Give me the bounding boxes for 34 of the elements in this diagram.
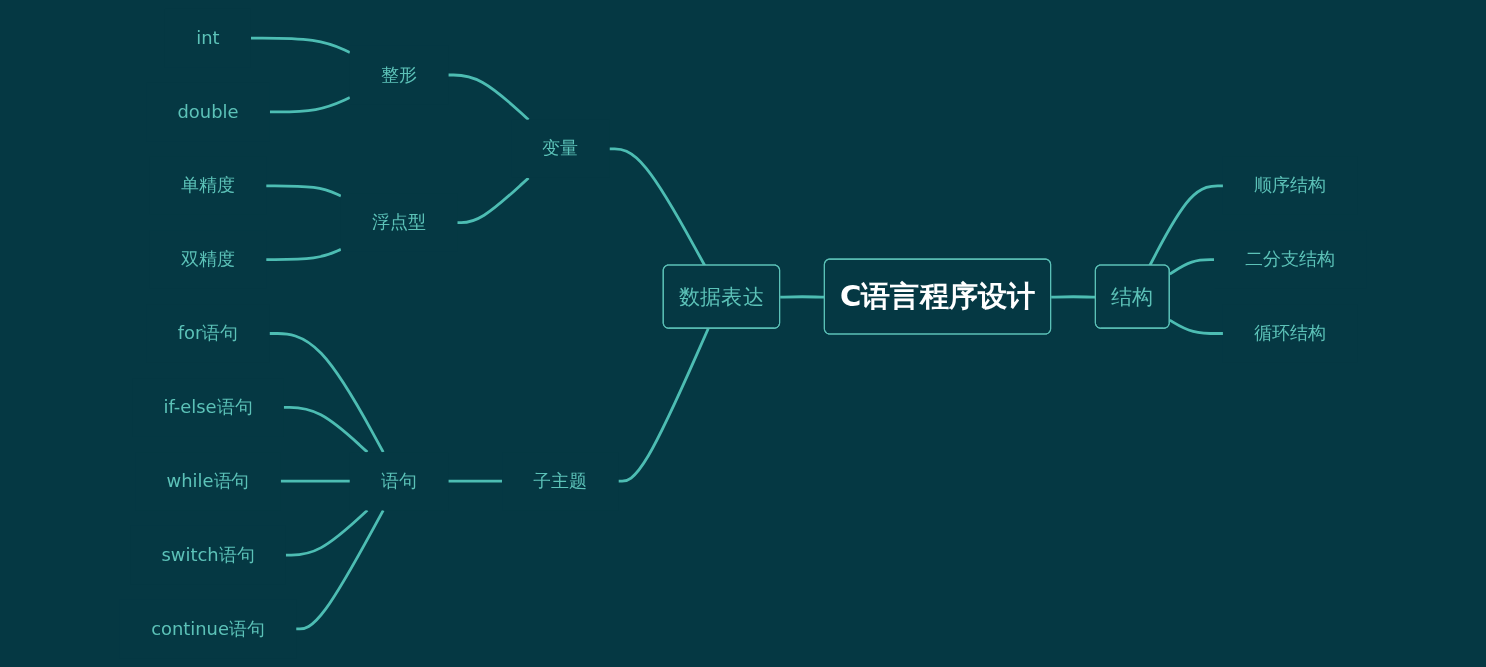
node-text: 子主题	[533, 470, 588, 492]
connector	[266, 248, 342, 262]
node-text: 浮点型	[372, 211, 426, 233]
node-text: 变量	[542, 137, 579, 159]
connector	[296, 509, 385, 631]
connector	[448, 73, 530, 121]
connector	[1051, 295, 1096, 299]
connector	[283, 405, 369, 454]
node-text: switch语句	[161, 543, 255, 566]
node-text: 单精度	[181, 174, 235, 196]
node-text: if-else语句	[163, 396, 253, 418]
connector	[448, 479, 503, 483]
connector	[457, 176, 530, 225]
node-text: 整形	[381, 63, 418, 86]
connector	[251, 36, 351, 54]
node-text: while语句	[166, 470, 250, 492]
node-text: continue语句	[151, 617, 265, 640]
connector	[1169, 318, 1223, 335]
connector	[269, 96, 351, 114]
node-text: 循环结构	[1254, 322, 1326, 344]
connector	[618, 328, 710, 483]
node-text: int	[196, 26, 220, 49]
node-text: for语句	[177, 322, 239, 344]
connector	[780, 295, 825, 299]
connector	[1169, 258, 1214, 276]
node-text: 语句	[381, 470, 418, 492]
connector	[285, 509, 369, 557]
node-text: 顺序结构	[1254, 174, 1326, 196]
connector	[269, 332, 385, 453]
connector	[266, 184, 342, 198]
connector	[280, 479, 350, 483]
node-text: 双精度	[181, 248, 235, 270]
node-text: double	[177, 100, 239, 122]
node-text: 二分支结构	[1245, 248, 1335, 270]
